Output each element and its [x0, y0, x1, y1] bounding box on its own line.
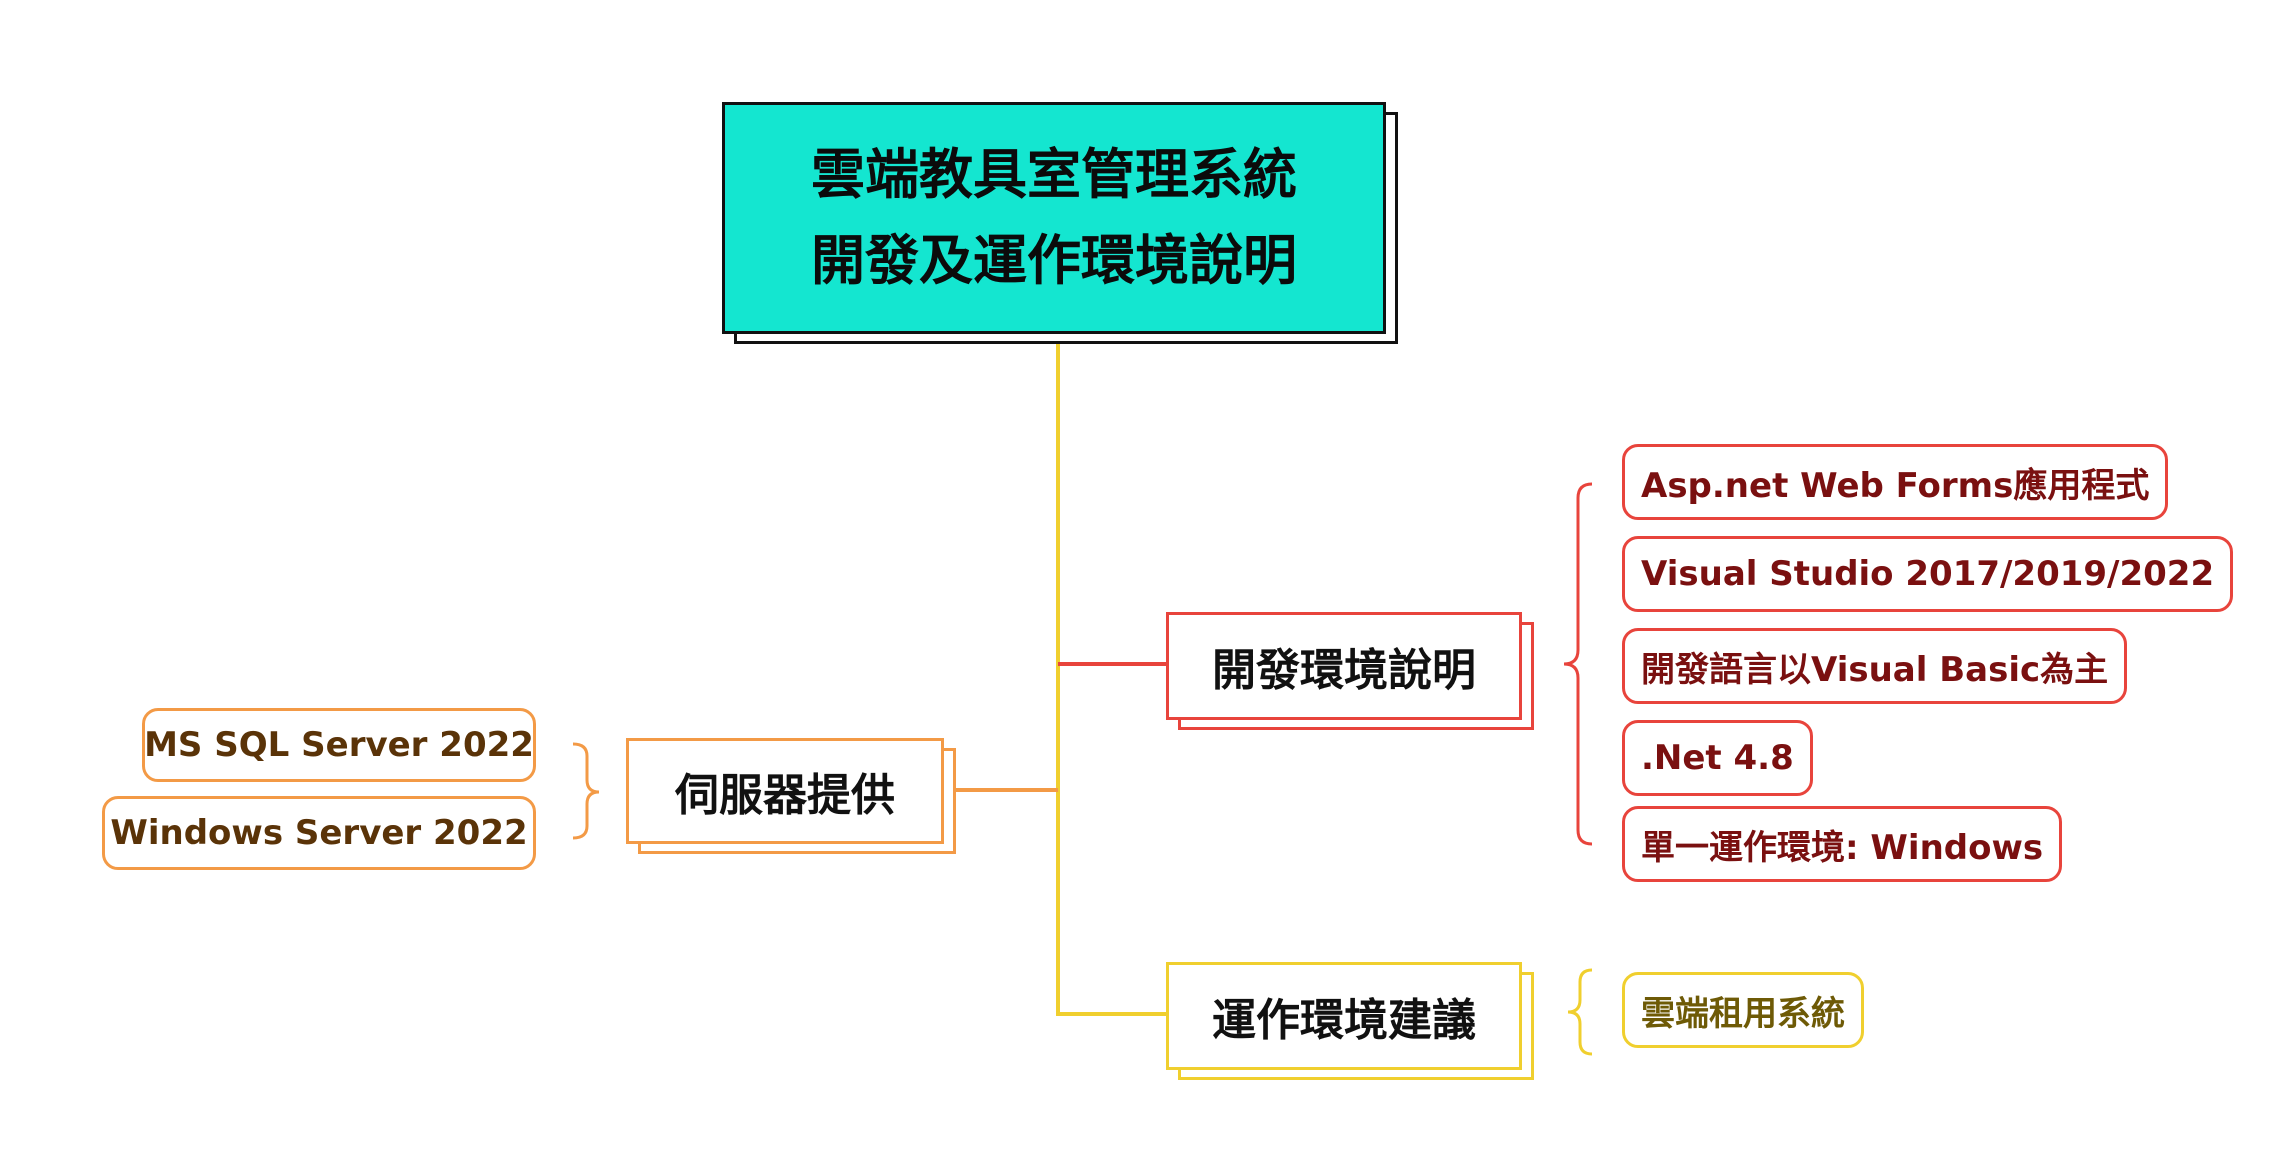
root-node[interactable]: 雲端教具室管理系統 開發及運作環境說明 [722, 102, 1386, 334]
server-brace [572, 742, 600, 840]
operation-brace [1567, 968, 1593, 1056]
root-title-line2: 開發及運作環境說明 [811, 229, 1297, 292]
server-node[interactable]: 伺服器提供 [626, 738, 944, 844]
development-brace [1563, 482, 1593, 846]
operation-node[interactable]: 運作環境建議 [1166, 962, 1522, 1070]
development-node[interactable]: 開發環境說明 [1166, 612, 1522, 720]
server-item[interactable]: MS SQL Server 2022 [142, 708, 536, 782]
server-item[interactable]: Windows Server 2022 [102, 796, 536, 870]
development-item[interactable]: Visual Studio 2017/2019/2022 [1622, 536, 2234, 612]
development-item[interactable]: .Net 4.8 [1622, 720, 1813, 796]
development-item[interactable]: 單一運作環境: Windows [1622, 806, 2063, 882]
root-title-line1: 雲端教具室管理系統 [811, 143, 1297, 206]
development-item[interactable]: Asp.net Web Forms應用程式 [1622, 444, 2169, 520]
development-item[interactable]: 開發語言以Visual Basic為主 [1622, 628, 2128, 704]
operation-item[interactable]: 雲端租用系統 [1622, 972, 1864, 1048]
